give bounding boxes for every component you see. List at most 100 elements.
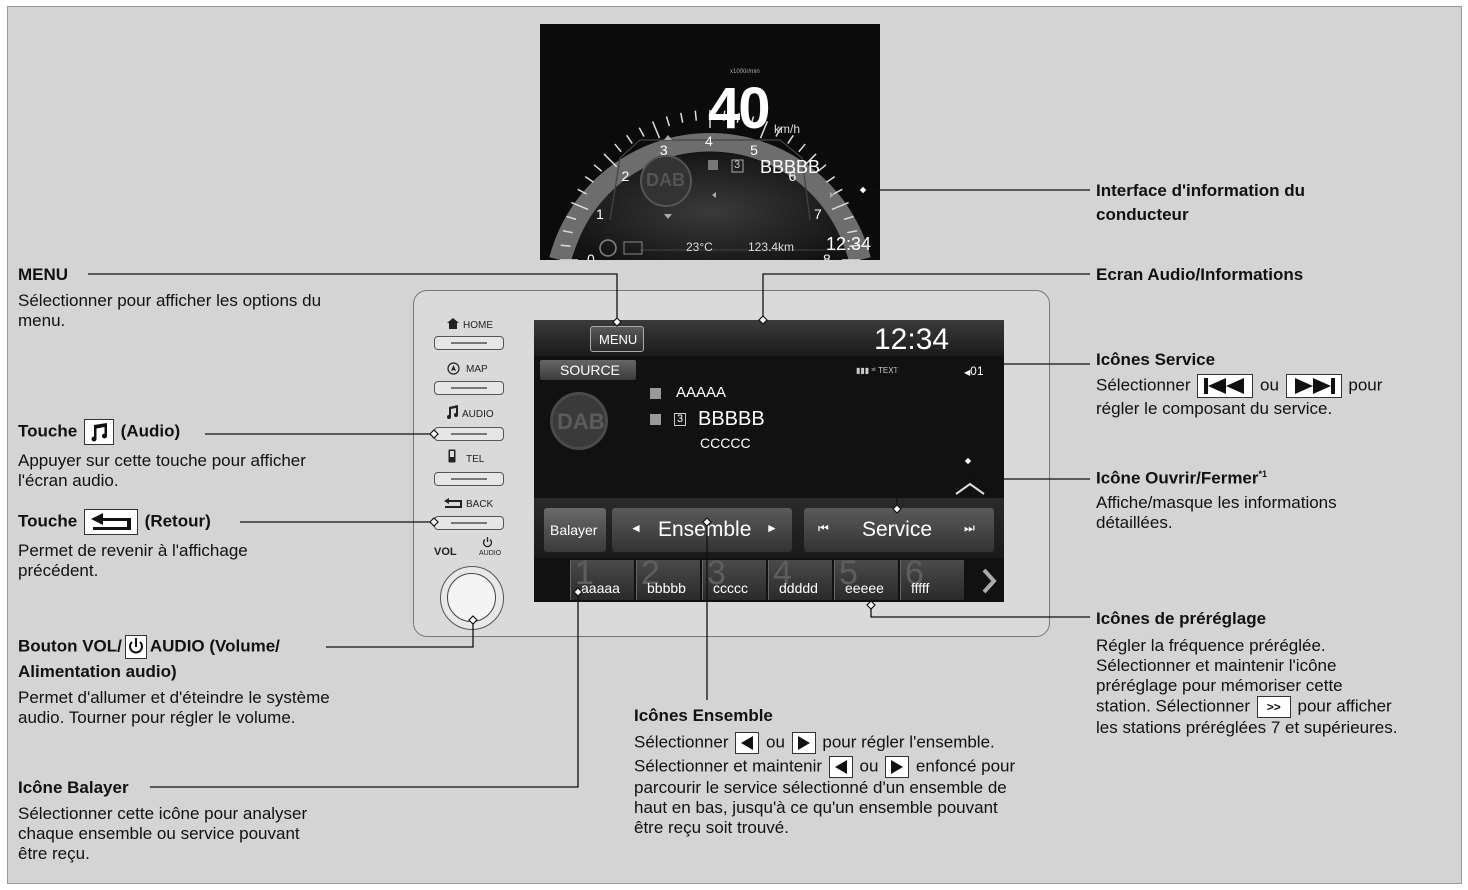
service-prev-icon[interactable]: ⏮	[818, 521, 829, 535]
volume-value: 01	[970, 364, 984, 378]
callout-preset-d2: Sélectionner et maintenir l'icône	[1096, 656, 1337, 675]
preset-name: eeeee	[845, 580, 884, 596]
ensemble-prev-icon[interactable]: ◄	[630, 521, 642, 535]
tach-tick	[798, 143, 806, 153]
service-control: ⏮ Service ⏭	[804, 508, 994, 552]
preset-number: 6	[905, 560, 924, 592]
service-next-icon[interactable]: ⏭	[964, 521, 975, 535]
tach-tick	[847, 230, 858, 234]
callout-preset-d1: Régler la fréquence préréglée.	[1096, 636, 1326, 655]
tach-label: 4	[705, 133, 713, 149]
callout-audio-key: Touche (Audio) Appuyer sur cette touche …	[18, 419, 306, 491]
ensemble-control: ◄ Ensemble ►	[612, 508, 792, 552]
tach-tick	[593, 164, 603, 172]
callout-open-close-desc-2: détaillées.	[1096, 512, 1173, 532]
volume-knob-inner	[447, 573, 496, 622]
menu-button[interactable]: MENU	[590, 326, 644, 352]
callout-vol-knob-desc-1: Permet d'allumer et d'éteindre le systèm…	[18, 688, 330, 707]
callout-vol-knob-pre: Bouton VOL/	[18, 636, 122, 656]
audio-key-button[interactable]	[434, 427, 504, 441]
callout-back-key-pre: Touche	[18, 511, 78, 531]
tach-label: 2	[621, 167, 630, 184]
callout-back-key-desc-2: précédent.	[18, 561, 99, 580]
cluster-service-icon	[708, 160, 718, 170]
ensemble-next-icon[interactable]: ►	[766, 521, 778, 535]
back-arrow-icon	[83, 509, 138, 535]
callout-menu: MENU Sélectionner pour afficher les opti…	[18, 265, 321, 331]
cluster-odometer: 123.4km	[748, 240, 795, 254]
tach-tick	[584, 176, 595, 183]
callout-open-close-desc-1: Affiche/masque les informations	[1096, 492, 1337, 512]
open-close-icon[interactable]	[954, 480, 986, 496]
home-key-button[interactable]	[434, 336, 504, 350]
cluster-tach-unit: x1000r/min	[730, 69, 760, 75]
source-button[interactable]: SOURCE	[540, 360, 636, 380]
dab-logo-text: DAB	[557, 409, 605, 434]
callout-menu-desc-1: Sélectionner pour afficher les options d…	[18, 291, 322, 310]
callout-scan-desc-3: être reçu.	[18, 844, 90, 863]
callout-service-l1-mid: ou	[1259, 375, 1279, 395]
tach-tick	[665, 116, 671, 127]
tel-key-button[interactable]	[434, 472, 504, 486]
tach-label: 5	[750, 141, 758, 158]
callout-audio-screen-title: Ecran Audio/Informations	[1096, 265, 1304, 284]
status-text: TEXT	[877, 366, 899, 375]
cluster-dab-logo-ring	[640, 155, 692, 207]
power-icon	[124, 635, 147, 659]
home-icon	[447, 318, 459, 332]
tach-label: 8	[823, 251, 831, 260]
tach-tick	[603, 153, 618, 168]
cluster-preset-number: 3	[734, 159, 741, 171]
tach-tick	[694, 110, 698, 121]
preset-number: 5	[839, 560, 858, 592]
callout-preset-d3: préréglage pour mémoriser cette	[1096, 676, 1343, 695]
cluster-preset-box	[731, 159, 744, 173]
tach-tick	[626, 134, 633, 145]
cluster-temperature: 23°C	[686, 240, 713, 254]
tach-tick	[562, 230, 573, 234]
scan-button-label: Balayer	[550, 522, 598, 538]
tach-label: 3	[659, 141, 668, 158]
scan-button[interactable]: Balayer	[544, 508, 606, 552]
tach-tick	[571, 201, 589, 211]
callout-service-icons: Icônes Service Sélectionner ou pour régl…	[1096, 350, 1382, 419]
phone-icon	[448, 449, 456, 466]
tach-tick	[722, 110, 726, 121]
volume-indicator: ◀01	[964, 364, 984, 378]
preset-number-box: 3	[674, 413, 686, 426]
audio-info-screen: MENU 12:34 SOURCE DAB ▮▮▮ ˢᵗ TEXT ◀01 AA…	[534, 320, 1004, 602]
callout-back-key-post: (Retour)	[144, 511, 211, 531]
skip-back-icon	[1197, 374, 1254, 398]
tach-ring	[549, 133, 871, 260]
callout-audio-key-desc-2: l'écran audio.	[18, 471, 119, 490]
callout-back-key-desc-1: Permet de revenir à l'affichage	[18, 541, 248, 560]
map-key-button[interactable]	[434, 381, 504, 395]
callout-service-l1-post: pour	[1348, 375, 1383, 395]
cluster-dab-logo: DAB	[646, 170, 685, 190]
tach-tick	[775, 127, 782, 137]
volume-knob[interactable]	[440, 566, 504, 630]
callout-preset-icons: Icônes de préréglage Régler la fréquence…	[1096, 609, 1397, 738]
tach-label: 0	[587, 251, 595, 260]
callout-service-l1-pre: Sélectionner	[1096, 375, 1191, 395]
callout-vol-knob: Bouton VOL/AUDIO (Volume/ Alimentation a…	[18, 635, 330, 728]
info-frame	[609, 139, 811, 221]
back-key-button[interactable]	[434, 516, 504, 530]
callout-driver-info: Interface d'information du conducteur	[1096, 181, 1305, 225]
audio-key-label: AUDIO	[462, 409, 494, 420]
tach-label: 1	[595, 205, 604, 222]
preset-more-icon[interactable]	[976, 566, 1000, 596]
callout-preset-title: Icônes de préréglage	[1096, 609, 1267, 628]
preset-number: 4	[773, 560, 792, 592]
callout-back-key: Touche (Retour) Permet de revenir à l'af…	[18, 509, 248, 581]
callout-ensemble-l3: parcourir le service sélectionné d'un en…	[634, 778, 1007, 797]
callout-driver-info-title-1: Interface d'information du	[1096, 181, 1305, 200]
preset-name: fffff	[911, 580, 930, 596]
